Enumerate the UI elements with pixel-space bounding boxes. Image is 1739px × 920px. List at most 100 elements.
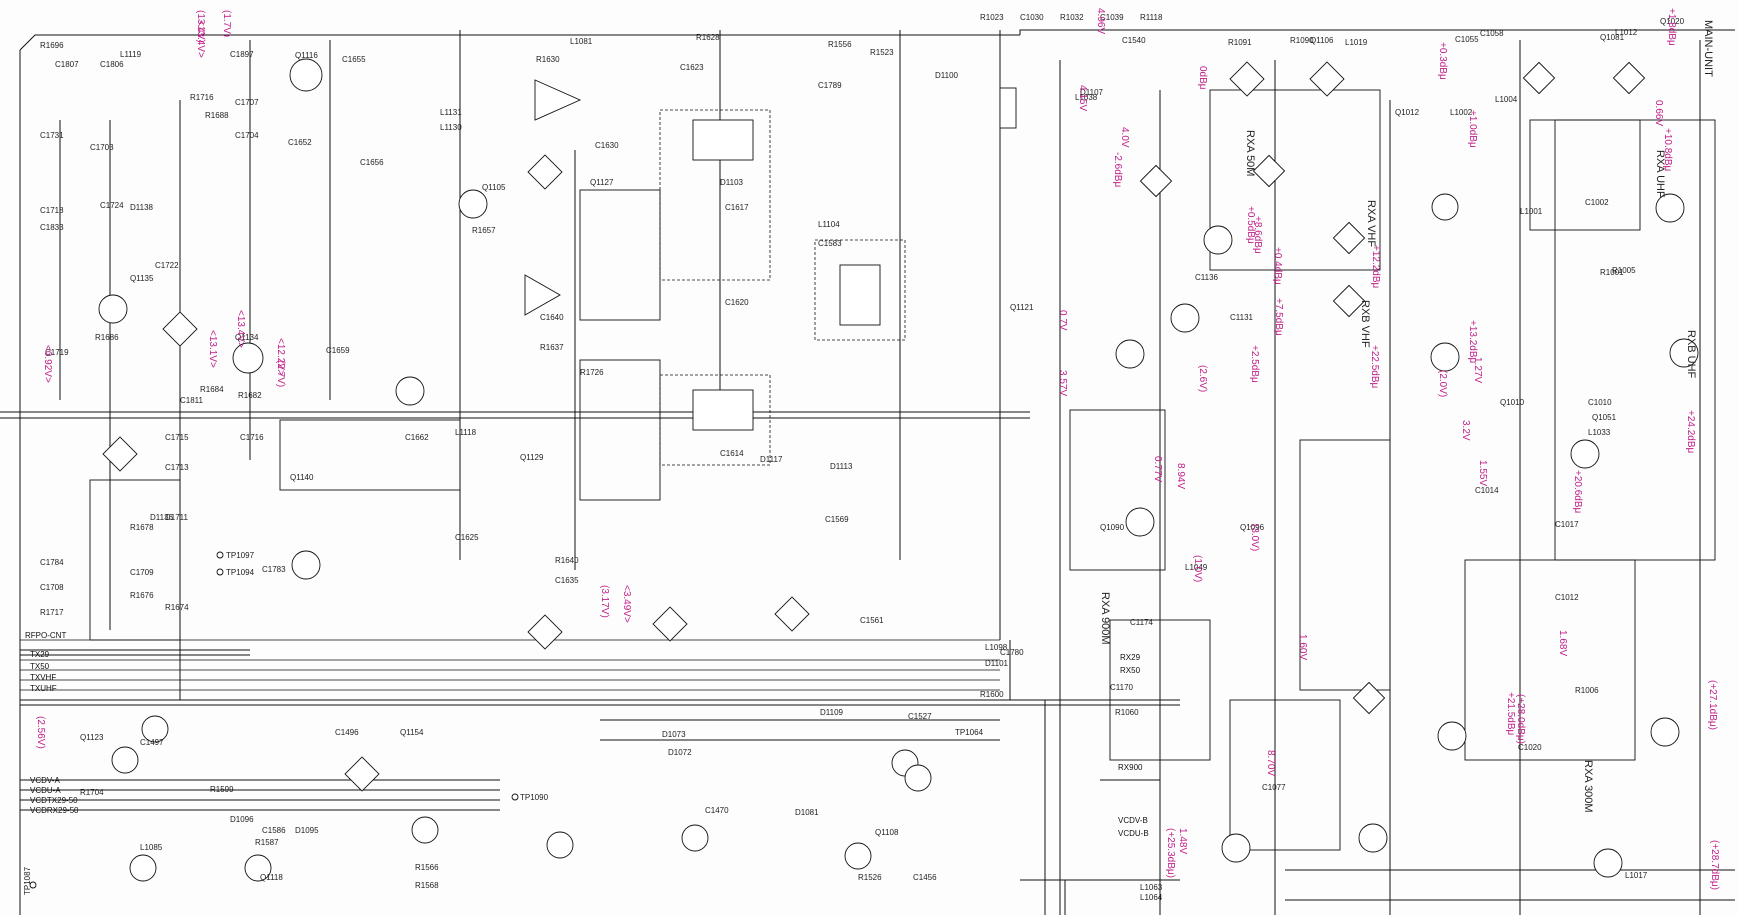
voltage-annotation: 0.7V bbox=[1057, 310, 1068, 331]
voltage-annotation: (1.0V) bbox=[1192, 555, 1203, 582]
component-ref: R1118 bbox=[1140, 13, 1163, 22]
component-ref: R1005 bbox=[1612, 266, 1636, 275]
component-ref: C1620 bbox=[725, 298, 749, 307]
component-ref: C1030 bbox=[1020, 13, 1044, 22]
component-ref: TP1064 bbox=[955, 728, 984, 737]
component-ref: C1897 bbox=[230, 50, 254, 59]
component-ref: Q1140 bbox=[290, 473, 314, 482]
component-ref: C1002 bbox=[1585, 198, 1609, 207]
test-points: TP1097 TP1094 TP1090 TP1087 bbox=[23, 551, 549, 895]
component-ref: R1060 bbox=[1115, 708, 1139, 717]
component-ref: Q1096 bbox=[1240, 523, 1265, 532]
component-ref: D1081 bbox=[795, 808, 819, 817]
component-ref: L1064 bbox=[1140, 893, 1163, 902]
component-ref: Q1108 bbox=[875, 828, 899, 837]
voltage-annotation: (3.17V) bbox=[599, 585, 610, 618]
voltage-annotation: +13.2dBμ bbox=[1467, 320, 1478, 364]
component-ref: C1713 bbox=[165, 463, 189, 472]
component-ref: L1098 bbox=[985, 643, 1008, 652]
signal-label: VCDV-B bbox=[1118, 816, 1148, 825]
signal-label: RX29 bbox=[1120, 653, 1141, 662]
voltage-annotation: +10.8dBμ bbox=[1662, 128, 1673, 172]
component-ref: C1811 bbox=[180, 396, 204, 405]
component-ref: C1718 bbox=[40, 206, 64, 215]
component-ref: L1001 bbox=[1520, 207, 1543, 216]
component-ref: R1704 bbox=[80, 788, 104, 797]
section-label-rxa-vhf: RXA VHF bbox=[1365, 200, 1377, 247]
component-ref: R1637 bbox=[540, 343, 564, 352]
component-ref: C1614 bbox=[720, 449, 744, 458]
voltage-annotation: (2.56V) bbox=[35, 716, 46, 749]
signal-label: RFPO-CNT bbox=[25, 631, 66, 640]
component-ref: C1497 bbox=[140, 738, 164, 747]
component-ref: C1715 bbox=[165, 433, 189, 442]
component-ref: R1688 bbox=[205, 111, 229, 120]
component-ref: C1077 bbox=[1262, 783, 1286, 792]
component-ref: R1640 bbox=[555, 556, 579, 565]
component-ref: Q1012 bbox=[1395, 108, 1420, 117]
signal-label: TXVHF bbox=[30, 673, 56, 682]
signal-label: RX50 bbox=[1120, 666, 1141, 675]
diode-bridges bbox=[102, 61, 1646, 792]
voltage-annotation: +21.5dBμ bbox=[1505, 692, 1516, 736]
component-ref: C1807 bbox=[55, 60, 79, 69]
component-ref: Q1129 bbox=[520, 453, 544, 462]
component-ref: C1496 bbox=[335, 728, 359, 737]
component-ref: C1017 bbox=[1555, 520, 1579, 529]
component-ref: C1662 bbox=[405, 433, 429, 442]
component-ref: D1096 bbox=[230, 815, 254, 824]
component-ref: Q1051 bbox=[1592, 413, 1617, 422]
voltage-annotation: 4.0V bbox=[1119, 127, 1130, 148]
component-ref: R1628 bbox=[696, 33, 720, 42]
voltage-annotation: 8.70V bbox=[1265, 750, 1276, 776]
voltage-annotation: 8.94V bbox=[1175, 463, 1186, 489]
section-label-rxa-uhf: RXA UHF bbox=[1654, 150, 1666, 198]
voltage-annotation: +20.6dBμ bbox=[1572, 470, 1583, 514]
component-ref: D1103 bbox=[720, 178, 744, 187]
section-label-rxa-900m: RXA 900M bbox=[1099, 592, 1111, 645]
voltage-annotation: +8.6dBμ bbox=[1252, 216, 1263, 254]
component-ref: C1708 bbox=[40, 583, 64, 592]
component-ref: C1731 bbox=[40, 131, 64, 140]
component-ref: C1012 bbox=[1555, 593, 1579, 602]
component-ref: L1019 bbox=[1345, 38, 1368, 47]
circuit-blocks bbox=[89, 89, 1716, 851]
component-ref: C1724 bbox=[100, 201, 124, 210]
component-ref: C1630 bbox=[595, 141, 619, 150]
component-ref: L1049 bbox=[1185, 563, 1208, 572]
signal-label: VCDV-A bbox=[30, 776, 60, 785]
component-ref: C1527 bbox=[908, 712, 932, 721]
component-ref: R1523 bbox=[870, 48, 894, 57]
component-ref: R1599 bbox=[210, 785, 234, 794]
component-ref: C1719 bbox=[45, 348, 69, 357]
test-point-label: TP1094 bbox=[226, 568, 255, 577]
main-frame-wires bbox=[0, 29, 1735, 915]
component-ref: Q1090 bbox=[1100, 523, 1125, 532]
component-ref: C1586 bbox=[262, 826, 286, 835]
signal-label: VCDRX29-50 bbox=[30, 806, 79, 815]
voltage-annotation: <3.49V> bbox=[621, 585, 632, 623]
section-label-rxb-uhf: RXB UHF bbox=[1685, 330, 1697, 379]
voltage-annotation: 4.15V bbox=[1077, 85, 1088, 111]
component-ref: Q1154 bbox=[400, 728, 424, 737]
signal-label: TX29 bbox=[30, 650, 50, 659]
component-ref: R1657 bbox=[472, 226, 496, 235]
voltage-annotation: (+28.0dBμ) bbox=[1515, 694, 1526, 744]
section-label-rxa-50m: RXA 50M bbox=[1244, 130, 1256, 176]
component-ref: C1540 bbox=[1122, 36, 1146, 45]
component-ref: R1716 bbox=[190, 93, 214, 102]
voltage-annotation: +24.2dBμ bbox=[1685, 410, 1696, 454]
component-ref: R1684 bbox=[200, 385, 224, 394]
component-ref: R1006 bbox=[1575, 686, 1599, 695]
component-ref: C1709 bbox=[130, 568, 154, 577]
component-ref: C1014 bbox=[1475, 486, 1499, 495]
component-ref: C1635 bbox=[555, 576, 579, 585]
voltage-annotation: (2.6V) bbox=[1197, 365, 1208, 392]
component-ref: R1023 bbox=[980, 13, 1004, 22]
voltage-annotation: +0.5dBμ bbox=[1245, 206, 1256, 244]
voltage-annotation: <13.4V> bbox=[195, 20, 206, 58]
component-ref: R1526 bbox=[858, 873, 882, 882]
component-ref: L1004 bbox=[1495, 95, 1518, 104]
component-ref: C1722 bbox=[155, 261, 179, 270]
voltage-annotations: (13.4V)(1.7V)<13.4V><13.1V><13.4V><12.2V… bbox=[35, 8, 1720, 890]
